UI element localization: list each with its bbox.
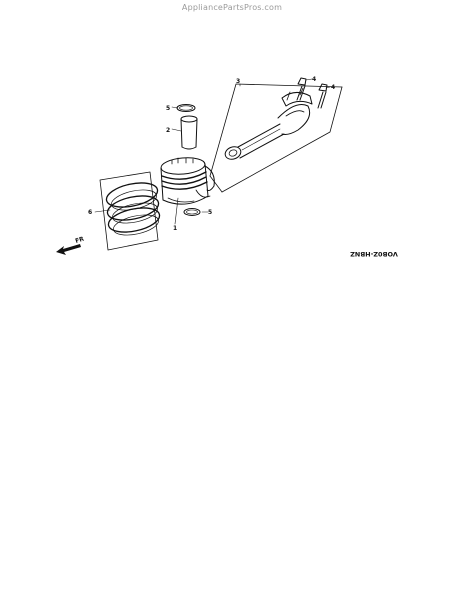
piston-rings bbox=[105, 182, 161, 236]
piston-pin bbox=[180, 115, 198, 150]
leader-lines bbox=[94, 78, 331, 225]
callout-rod-bolt-b: 4 bbox=[331, 84, 335, 91]
diagram-code: VOB0Z-HBNZ bbox=[350, 250, 398, 258]
piston bbox=[160, 157, 215, 205]
front-direction-label: FR bbox=[74, 235, 85, 244]
callout-pin-clip-upper: 5 bbox=[166, 105, 170, 112]
rod-bolt-a bbox=[296, 77, 307, 101]
callout-ring-set: 6 bbox=[88, 209, 92, 216]
watermark-text: AppliancePartsPros.com bbox=[181, 3, 283, 12]
connecting-rod bbox=[224, 87, 313, 160]
connecting-rod-box bbox=[209, 83, 343, 193]
callout-piston: 1 bbox=[173, 225, 177, 232]
callout-piston-pin: 2 bbox=[166, 127, 170, 134]
rod-bolt-b bbox=[317, 83, 328, 109]
callout-pin-clip-lower: 5 bbox=[208, 209, 212, 216]
pin-clip-lower bbox=[183, 208, 201, 216]
ring-set-box bbox=[99, 171, 159, 251]
callout-rod-bolt-a: 4 bbox=[312, 76, 316, 83]
callout-connecting-rod: 3 bbox=[236, 78, 240, 85]
pin-clip-upper bbox=[176, 104, 196, 112]
front-direction-arrow-icon bbox=[56, 244, 81, 255]
